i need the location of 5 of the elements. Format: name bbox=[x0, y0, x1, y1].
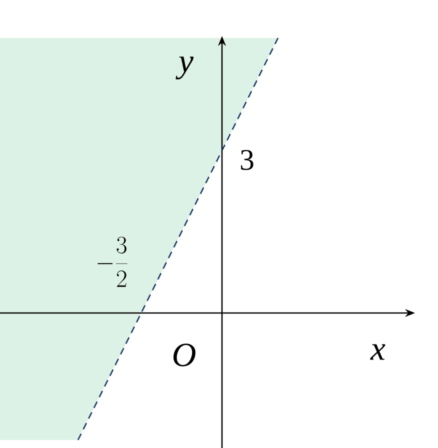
axis-label: 3 bbox=[240, 150, 254, 170]
axis-label: $-\frac{3}{2}$ bbox=[98, 236, 128, 287]
axis-label: O bbox=[173, 344, 196, 366]
axis-label: y bbox=[176, 56, 194, 80]
axis-label: x bbox=[370, 344, 386, 360]
